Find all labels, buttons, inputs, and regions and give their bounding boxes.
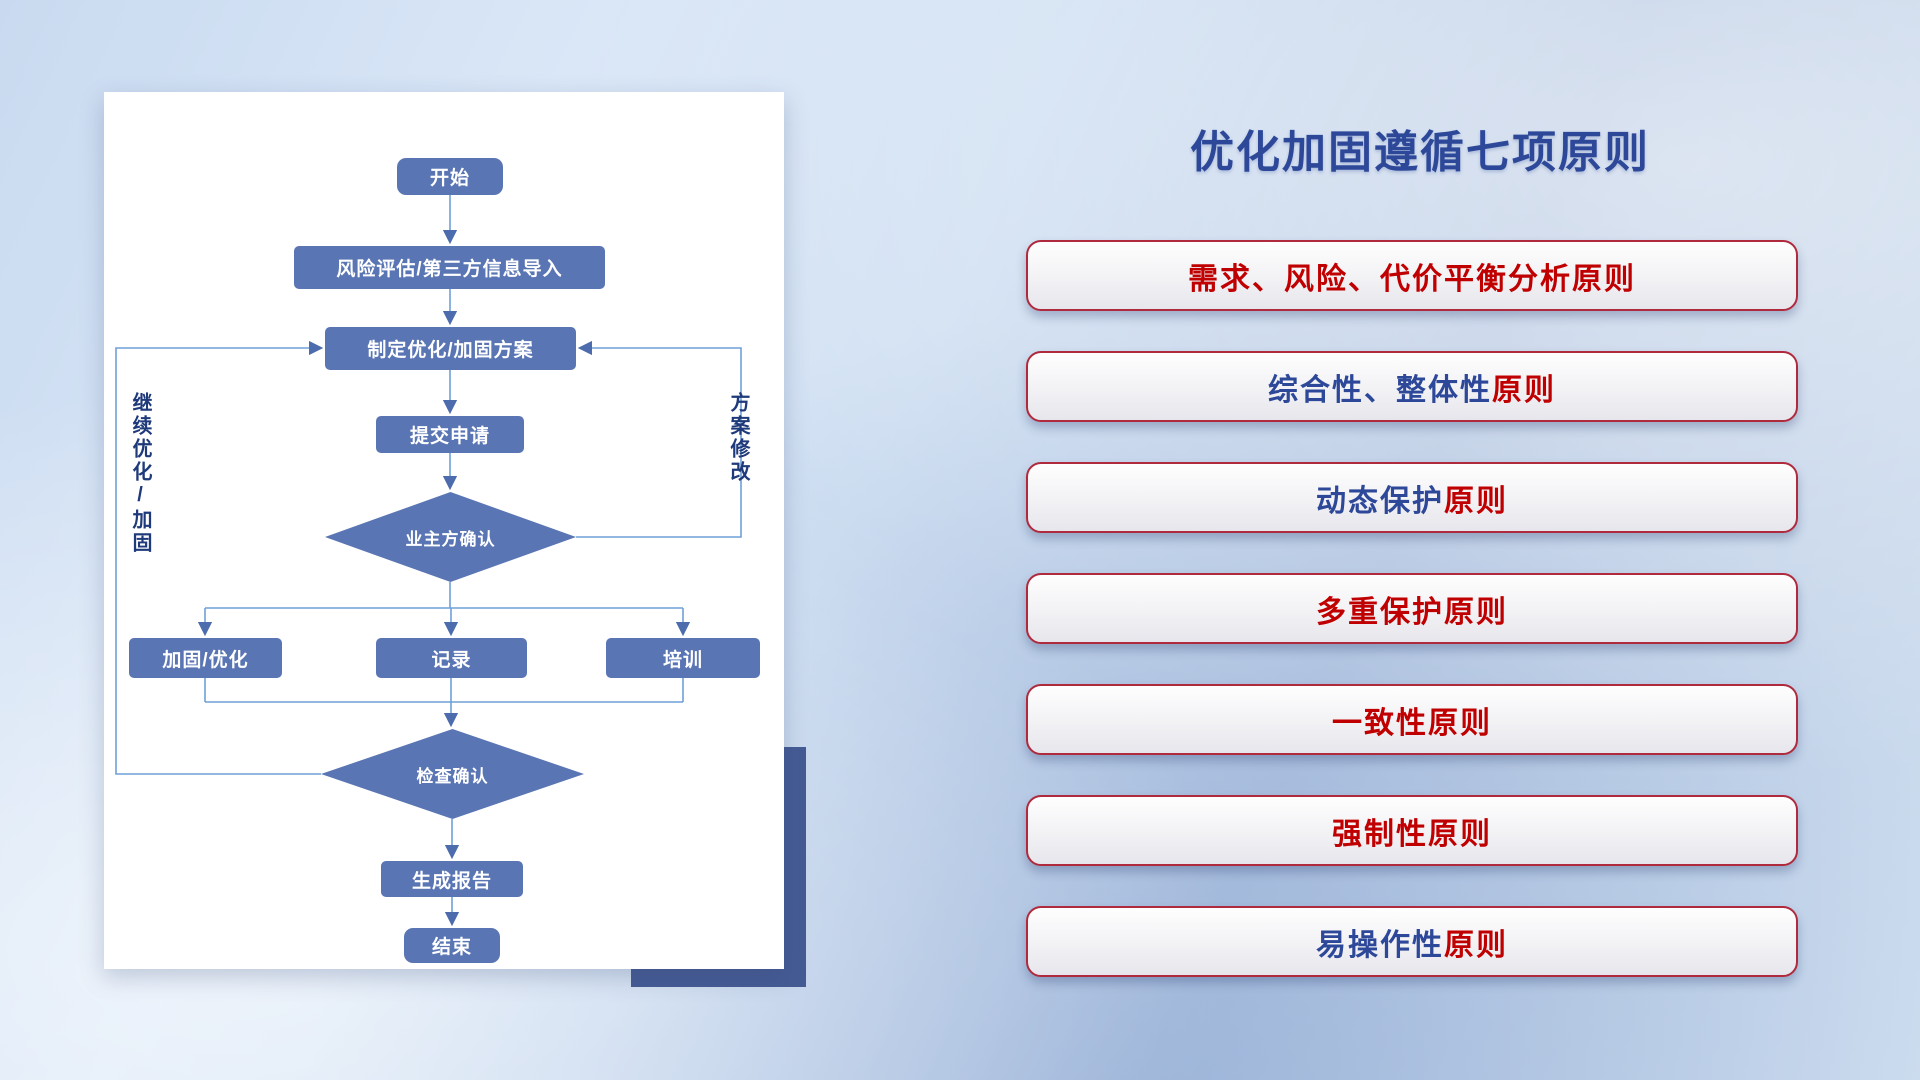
- flow-node-training: 培训: [606, 638, 760, 678]
- flowchart-connectors: [115, 195, 742, 927]
- principle-text: 需求、风险、代价平衡分析原则: [1188, 262, 1636, 296]
- principle-item: 综合性、整体性原则: [1026, 351, 1798, 422]
- connector-confirm-plan-loop: [576, 340, 742, 538]
- principle-item: 强制性原则: [1026, 795, 1798, 866]
- principle-text: 原则: [1444, 928, 1508, 962]
- principles-list: 需求、风险、代价平衡分析原则综合性、整体性原则动态保护原则多重保护原则一致性原则…: [1026, 240, 1798, 1017]
- page-title: 优化加固遵循七项原则: [1190, 128, 1650, 177]
- principle-text: 动态保护: [1316, 484, 1444, 518]
- principle-text: 易操作性: [1316, 928, 1444, 962]
- flow-node-end: 结束: [404, 928, 500, 963]
- connector-check-plan-loop: [115, 340, 324, 775]
- principle-text: 强制性原则: [1332, 817, 1492, 851]
- principle-item: 多重保护原则: [1026, 573, 1798, 644]
- principle-item: 易操作性原则: [1026, 906, 1798, 977]
- flow-node-record: 记录: [376, 638, 527, 678]
- flow-node-submit: 提交申请: [376, 416, 524, 453]
- principle-item: 需求、风险、代价平衡分析原则: [1026, 240, 1798, 311]
- principle-text: 多重保护原则: [1316, 595, 1508, 629]
- loop-label-plan-revise: 方案修改: [727, 392, 749, 484]
- principle-text: 综合性、整体性: [1268, 373, 1492, 407]
- flow-node-start: 开始: [397, 158, 503, 195]
- principle-text: 原则: [1444, 484, 1508, 518]
- principle-text: 原则: [1492, 373, 1556, 407]
- flow-node-harden: 加固/优化: [129, 638, 282, 678]
- flow-node-plan: 制定优化/加固方案: [325, 327, 576, 370]
- principle-item: 一致性原则: [1026, 684, 1798, 755]
- flow-node-risk: 风险评估/第三方信息导入: [294, 246, 605, 289]
- principle-item: 动态保护原则: [1026, 462, 1798, 533]
- loop-label-continue-optimize: 继续优化/加固: [129, 392, 151, 555]
- flow-node-report: 生成报告: [381, 861, 523, 897]
- principle-text: 一致性原则: [1332, 706, 1492, 740]
- flowchart-card: 开始 风险评估/第三方信息导入 制定优化/加固方案 提交申请 业主方确认 加固/…: [104, 92, 784, 969]
